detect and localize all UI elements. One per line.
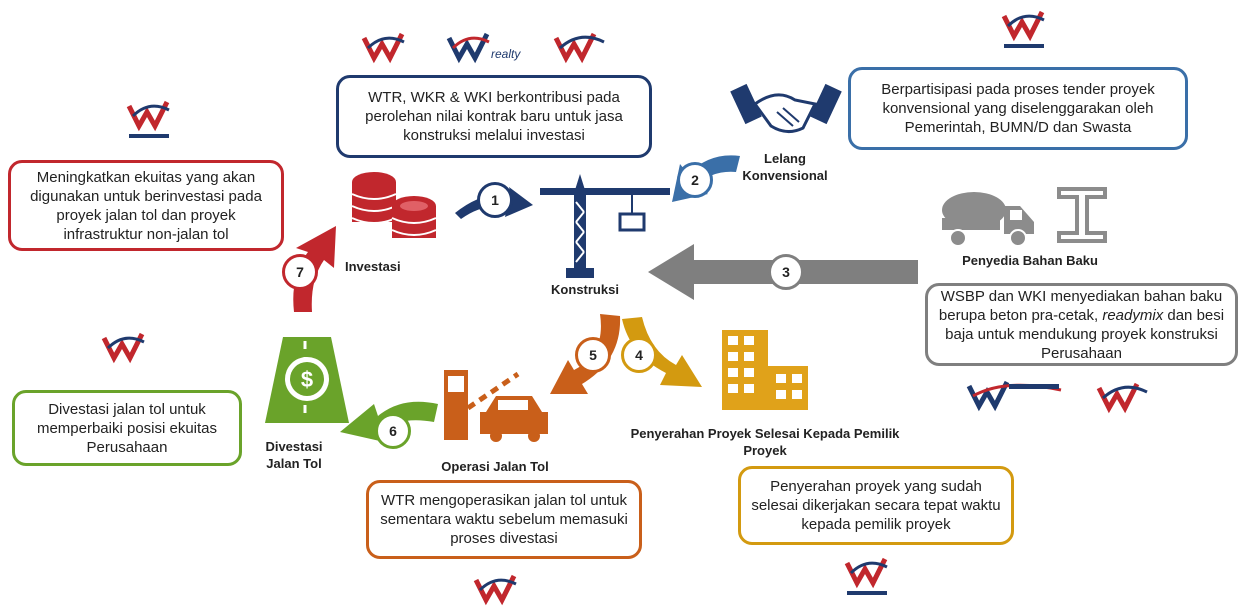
- label-penyerahan: Penyerahan Proyek Selesai Kepada Pemilik…: [630, 426, 900, 458]
- mixer-truck-icon: [942, 192, 1034, 247]
- wtoll-logo-top: [361, 32, 405, 64]
- winfra-logo-bottomright: [1096, 382, 1148, 414]
- waskita-logo-topright: [1001, 10, 1045, 48]
- wprecast-logo: [966, 380, 1062, 412]
- winfra-logo-top: [553, 32, 605, 64]
- realty-wordmark: realty: [491, 47, 521, 61]
- crane-icon: [540, 174, 670, 278]
- box-divestasi: Divestasi jalan tol untuk memperbaiki po…: [12, 390, 242, 466]
- step-6-badge: 6: [375, 413, 411, 449]
- building-icon: [722, 330, 808, 410]
- steel-beam-icon: [1057, 187, 1107, 243]
- wtoll-logo-bottom: [473, 574, 517, 606]
- coins-icon: [351, 172, 437, 238]
- box-operasi: WTR mengoperasikan jalan tol untuk semen…: [366, 480, 642, 559]
- step-5-badge: 5: [575, 337, 611, 373]
- svg-text:$: $: [301, 367, 313, 392]
- handshake-icon: [730, 83, 842, 133]
- step-7-badge: 7: [282, 254, 318, 290]
- box-tender: Berpartisipasi pada proses tender proyek…: [848, 67, 1188, 150]
- wtoll-logo-left: [101, 332, 145, 364]
- arrow-4: [622, 317, 702, 387]
- label-konstruksi: Konstruksi: [551, 282, 619, 297]
- label-divestasi: Divestasi Jalan Tol: [265, 439, 323, 471]
- wrealty-logo: realty: [446, 32, 521, 64]
- toll-gate-icon: [444, 370, 548, 442]
- box-bahan-baku: WSBP dan WKI menyediakan bahan baku beru…: [925, 283, 1238, 366]
- label-investasi: Investasi: [345, 259, 401, 274]
- bahan-text-suffix: dan besi baja untuk mendukung proyek kon…: [945, 306, 1225, 362]
- bahan-text-italic: readymix: [1102, 306, 1164, 324]
- step-3-badge: 3: [768, 254, 804, 290]
- box-ekuitas: Meningkatkan ekuitas yang akan digunakan…: [8, 160, 284, 251]
- label-penyedia: Penyedia Bahan Baku: [962, 253, 1098, 268]
- waskita-logo-left: [126, 100, 170, 138]
- bahan-text-prefix: WSBP dan WKI menyediakan bahan baku beru…: [938, 287, 1223, 324]
- label-operasi: Operasi Jalan Tol: [441, 459, 549, 474]
- waskita-logo-bottom: [844, 557, 888, 595]
- step-2-badge: 2: [677, 162, 713, 198]
- arrow-5: [550, 314, 621, 394]
- box-penyerahan: Penyerahan proyek yang sudah selesai dik…: [738, 466, 1014, 545]
- money-road-icon: $: [265, 337, 349, 423]
- step-1-badge: 1: [477, 182, 513, 218]
- box-kontribusi: WTR, WKR & WKI berkontribusi pada perole…: [336, 75, 652, 158]
- label-lelang: Lelang Konvensional: [742, 151, 828, 183]
- step-4-badge: 4: [621, 337, 657, 373]
